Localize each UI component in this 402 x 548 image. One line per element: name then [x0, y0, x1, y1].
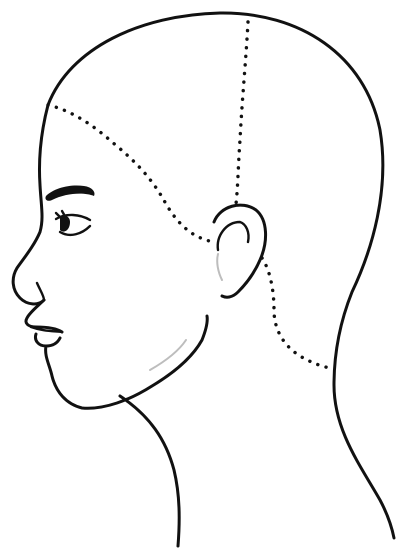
nostril: [37, 283, 44, 300]
hairline-section-line: [48, 105, 214, 242]
neck-front: [120, 396, 179, 546]
ear-inner: [218, 222, 249, 250]
ear-shade: [217, 254, 222, 280]
eyebrow: [45, 185, 94, 200]
ear-outer: [214, 205, 266, 297]
face-profile-upper: [13, 105, 48, 304]
nape-section-line: [262, 258, 330, 368]
vertical-section-line: [236, 22, 248, 204]
